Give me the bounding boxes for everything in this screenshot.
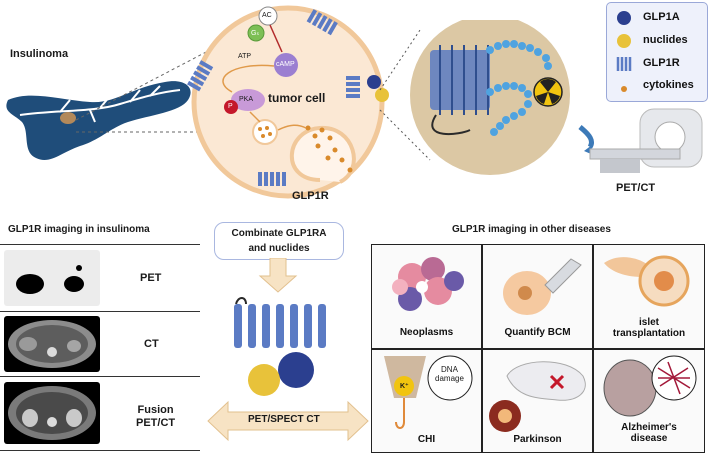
yellow-sphere-icon xyxy=(617,34,631,48)
disease-label-neoplasms: Neoplasms xyxy=(399,327,454,338)
receptor-zoom xyxy=(379,20,570,175)
camp-label: cAMP xyxy=(276,61,295,68)
pet-spect-label: PET/SPECT CT xyxy=(248,414,320,425)
k-plus-label: K⁺ xyxy=(400,383,409,390)
tumor-nodule xyxy=(60,112,76,124)
tumor-cell-diagram xyxy=(187,5,389,199)
receptor-complex xyxy=(234,297,326,396)
ct-scan-image xyxy=(4,316,100,372)
legend-glp1r: GLP1R xyxy=(643,57,680,69)
p-label: P xyxy=(228,103,233,110)
gs-label: Gₛ xyxy=(251,30,260,37)
insulinoma-label: Insulinoma xyxy=(10,48,69,60)
legend-glp1a: GLP1A xyxy=(643,11,680,23)
legend: GLP1A nuclides GLP1R cytokines xyxy=(606,2,708,102)
pka-label: PKA xyxy=(239,96,254,103)
pet-ct-scanner xyxy=(578,108,703,173)
ac-label: AC xyxy=(262,12,272,19)
disease-cell-neoplasms: Neoplasms xyxy=(372,245,481,348)
row-divider xyxy=(0,450,200,451)
scan-label-ct: CT xyxy=(144,338,159,350)
dna-damage-label: DNA damage xyxy=(435,365,464,383)
combine-label: Combinate GLP1RA and nuclides xyxy=(231,228,327,254)
legend-cytokines: cytokines xyxy=(643,79,694,91)
down-arrow xyxy=(258,258,298,293)
zoom-lines xyxy=(75,49,211,133)
section-other-title: GLP1R imaging in other diseases xyxy=(452,224,611,235)
pancreas-illustration xyxy=(6,81,191,161)
tumor-cell-label: tumor cell xyxy=(268,91,326,105)
orange-dot-icon xyxy=(621,86,627,92)
receptor-icon xyxy=(616,57,632,71)
disease-cell-islet: islet transplantation xyxy=(594,245,704,348)
disease-label-alzheimers: Alzheimer's disease xyxy=(621,422,677,444)
disease-label-parkinson: Parkinson xyxy=(513,434,562,445)
section-insulinoma-title: GLP1R imaging in insulinoma xyxy=(8,224,150,235)
pet-spect-arrow xyxy=(207,400,369,442)
disease-label-chi: CHI xyxy=(417,434,436,445)
diseases-grid: Neoplasms Quantify BCM islet transplanta… xyxy=(371,244,705,453)
disease-cell-parkinson: Parkinson xyxy=(483,350,592,452)
disease-cell-alzheimers: Alzheimer's disease xyxy=(594,350,704,452)
glp1r-cell-label: GLP1R xyxy=(292,190,329,202)
pet-scan-image xyxy=(4,250,100,306)
atp-label: ATP xyxy=(238,53,252,60)
disease-cell-quantify-bcm: Quantify BCM xyxy=(483,245,592,348)
row-divider xyxy=(0,311,200,312)
disease-label-quantify-bcm: Quantify BCM xyxy=(504,327,571,338)
disease-label-islet: islet transplantation xyxy=(612,317,686,339)
scan-label-pet: PET xyxy=(140,272,162,284)
pancreas-icon xyxy=(6,81,191,161)
row-divider xyxy=(0,244,200,245)
blue-sphere-icon xyxy=(617,11,631,25)
pet-ct-label: PET/CT xyxy=(616,182,656,194)
legend-nuclides: nuclides xyxy=(643,34,688,46)
combine-box: Combinate GLP1RA and nuclides xyxy=(214,222,344,260)
scan-label-fusion: Fusion PET/CT xyxy=(136,404,176,429)
fusion-scan-image xyxy=(4,382,100,444)
disease-cell-chi: K⁺ DNA damage CHI xyxy=(372,350,481,452)
row-divider xyxy=(0,376,200,377)
